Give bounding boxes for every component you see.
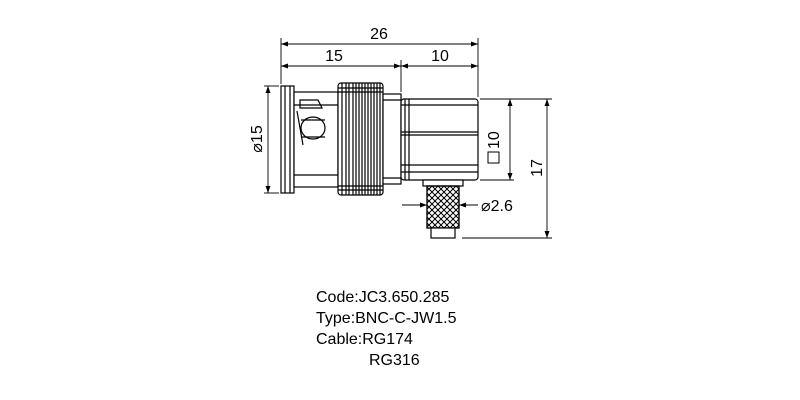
dim-body-diameter-label: ⌀15	[249, 125, 266, 153]
svg-text:17: 17	[529, 159, 546, 177]
elbow-body	[400, 98, 479, 181]
cable-diameter-symbol: ⌀	[481, 198, 491, 215]
crimp-ferrule	[422, 179, 464, 239]
coupling-nut	[337, 82, 384, 196]
diameter-symbol: ⌀	[249, 143, 266, 153]
spec-type: Type:BNC-C-JW1.5	[316, 310, 457, 327]
dim-cable-diameter-label: ⌀2.6	[481, 198, 513, 215]
dim-body-length-label: 15	[325, 48, 343, 65]
spec-cable-alt: RG316	[369, 352, 420, 369]
dim-overall-length-line	[280, 38, 479, 97]
dim-height-label: 17	[529, 159, 546, 177]
dim-elbow-length-label: 10	[431, 48, 449, 65]
cable-diameter-value: 2.6	[491, 198, 513, 215]
bayonet-sleeve	[293, 91, 339, 188]
neck	[382, 93, 402, 185]
front-flange	[280, 85, 295, 194]
dim-overall-length-label: 26	[370, 26, 388, 43]
dim-body-length-line	[281, 60, 478, 92]
svg-text:⌀15: ⌀15	[249, 125, 266, 153]
spec-cable: Cable:RG174	[316, 331, 413, 348]
dim-height-line	[462, 98, 552, 239]
spec-code: Code:JC3.650.285	[316, 289, 450, 306]
dim-square-label: 10	[486, 131, 503, 164]
dim-diameter-line	[264, 85, 279, 194]
diameter-value: 15	[249, 125, 266, 143]
square-symbol-icon	[487, 151, 500, 164]
spec-block: Code:JC3.650.285 Type:BNC-C-JW1.5 Cable:…	[316, 287, 456, 371]
square-value: 10	[486, 131, 503, 149]
dimension-arrowheads	[265, 41, 550, 238]
